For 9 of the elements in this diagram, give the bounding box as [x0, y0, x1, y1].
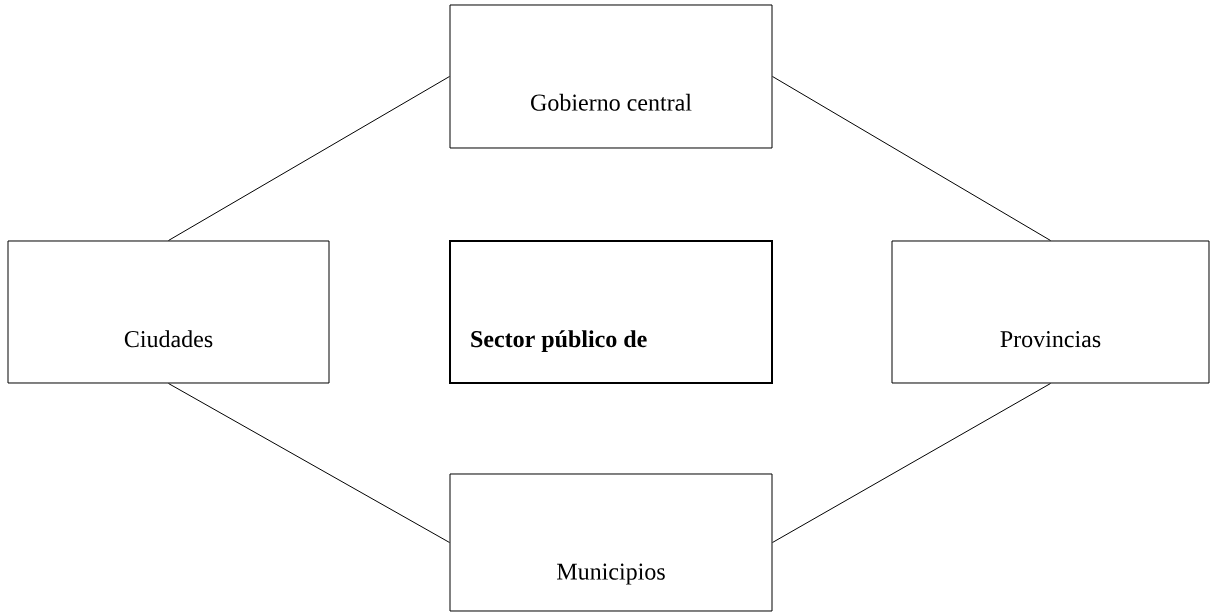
box: Municipios — [449, 473, 773, 612]
box: Sector público de — [449, 240, 773, 384]
box: Ciudades — [7, 240, 330, 384]
connector-line — [772, 76, 1051, 241]
connector-line — [168, 383, 450, 543]
box: Gobierno central — [449, 4, 773, 149]
connector-line — [168, 76, 450, 241]
box: Provincias — [891, 240, 1210, 384]
connector-line — [772, 383, 1051, 543]
